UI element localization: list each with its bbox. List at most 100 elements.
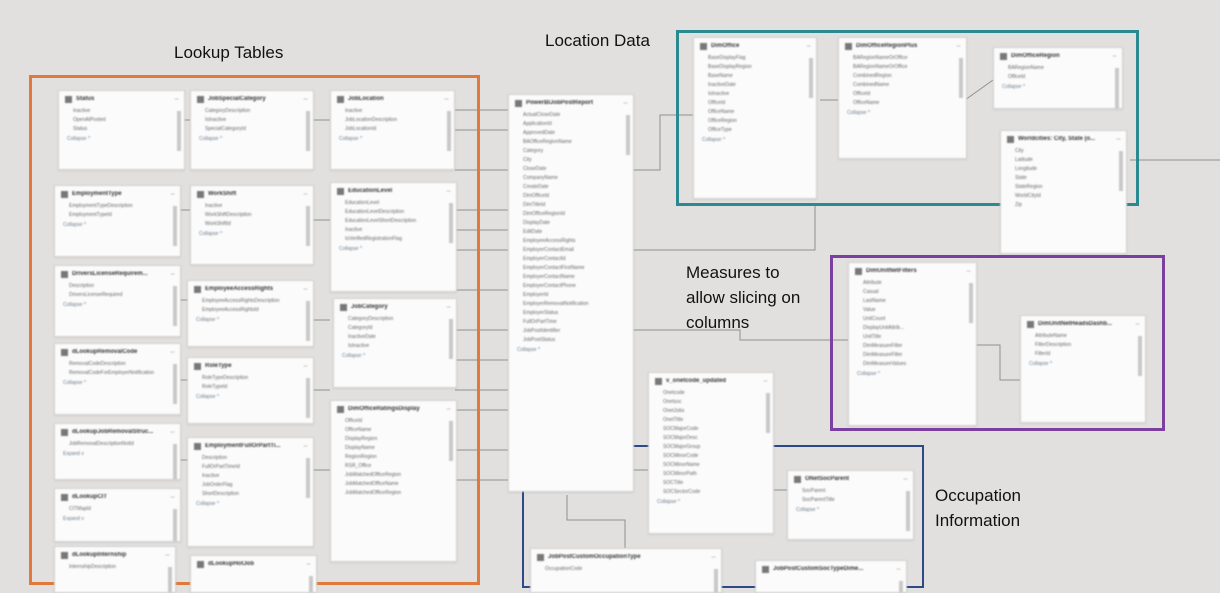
table-field[interactable]: OpenAtPosted (73, 117, 106, 123)
table-field[interactable]: EmployeeAccessRightsId (202, 307, 259, 313)
table-header[interactable]: dLookupInternship··· (55, 547, 175, 563)
table-field[interactable]: RemovalCodeDescription (69, 361, 126, 367)
collapse-toggle[interactable]: Collapse ^ (63, 380, 87, 386)
table-field[interactable]: SOCMinorPath (663, 471, 697, 477)
scrollbar[interactable] (177, 111, 181, 151)
table-field[interactable]: Description (202, 455, 228, 461)
table-field[interactable]: City (1015, 148, 1024, 154)
table-field[interactable]: DimOfficeId (523, 193, 550, 199)
table-field[interactable]: BARegionName (1008, 65, 1044, 71)
table-card-internship[interactable]: dLookupInternship···InternshipDescriptio… (54, 546, 176, 593)
table-field[interactable]: EducationLevel (345, 200, 380, 206)
more-options-icon[interactable]: ··· (170, 428, 175, 436)
table-field[interactable]: UnitCount (863, 316, 886, 322)
collapse-toggle[interactable]: Collapse ^ (196, 394, 220, 400)
more-options-icon[interactable]: ··· (303, 442, 308, 450)
table-field[interactable]: BaseDisplayRegion (708, 64, 752, 70)
scrollbar[interactable] (1115, 68, 1119, 108)
more-options-icon[interactable]: ··· (903, 475, 908, 483)
table-field[interactable]: Onetcode (663, 390, 685, 396)
table-field[interactable]: City (523, 157, 532, 163)
table-field[interactable]: Description (69, 283, 95, 289)
collapse-toggle[interactable]: Collapse ^ (63, 222, 87, 228)
table-field[interactable]: DimMeasureFilter (863, 343, 903, 349)
scrollbar[interactable] (969, 283, 973, 323)
more-options-icon[interactable]: ··· (170, 348, 175, 356)
table-field[interactable]: LastName (863, 298, 886, 304)
table-field[interactable]: BAOfficeRegionName (523, 139, 572, 145)
table-field[interactable]: EmploymentTypeDescription (69, 203, 133, 209)
table-card-removal-structure[interactable]: dLookupJobRemovalStruc...···JobRemovalDe… (54, 423, 181, 480)
more-options-icon[interactable]: ··· (446, 303, 451, 311)
collapse-toggle[interactable]: Collapse ^ (342, 353, 366, 359)
table-field[interactable]: JobPostIdentifier (523, 328, 561, 334)
table-card-employment-type[interactable]: EmploymentType···EmploymentTypeDescripti… (54, 185, 181, 257)
more-options-icon[interactable]: ··· (165, 551, 170, 559)
table-field[interactable]: CompanyName (523, 175, 558, 181)
table-field[interactable]: EmployerContactFirstName (523, 265, 585, 271)
collapse-toggle[interactable]: Collapse ^ (67, 136, 91, 142)
collapse-toggle[interactable]: Collapse ^ (847, 110, 871, 116)
table-field[interactable]: Casual (863, 289, 879, 295)
table-field[interactable]: Value (863, 307, 876, 313)
table-header[interactable]: EmploymentType··· (55, 186, 180, 202)
collapse-toggle[interactable]: Collapse ^ (517, 347, 541, 353)
table-header[interactable]: JobSpecialCategory··· (191, 91, 313, 107)
table-header[interactable]: JobPostCustomOccupationType··· (531, 549, 721, 565)
table-header[interactable]: DimOffice··· (694, 38, 816, 54)
table-header[interactable]: PowerBIJobPostReport··· (509, 95, 633, 111)
table-header[interactable]: Worldcities: City, State (o...··· (1001, 131, 1126, 147)
more-options-icon[interactable]: ··· (303, 362, 308, 370)
table-field[interactable]: ApprovedDate (523, 130, 555, 136)
table-field[interactable]: BaseName (708, 73, 733, 79)
table-field[interactable]: CreateDate (523, 184, 549, 190)
table-field[interactable]: JobOrderFlag (202, 482, 233, 488)
table-field[interactable]: RemovalCodeForEmployerNotification (69, 370, 155, 376)
table-header[interactable]: Status··· (59, 91, 184, 107)
scrollbar[interactable] (1119, 151, 1123, 191)
table-field[interactable]: FilterDescription (1035, 342, 1072, 348)
table-field[interactable]: RegionRegion (345, 454, 377, 460)
table-field[interactable]: SocParentTitle (802, 497, 835, 503)
table-field[interactable]: OccupationCode (545, 566, 583, 572)
table-field[interactable]: RSR_Office (345, 463, 372, 469)
table-field[interactable]: JobMatchedOfficeName (345, 481, 399, 487)
table-field[interactable]: DimMeasureValues (863, 361, 907, 367)
table-field[interactable]: WorldCityId (1015, 193, 1041, 199)
table-card-removal-code[interactable]: dLookupRemovalCode···RemovalCodeDescript… (54, 343, 181, 415)
collapse-toggle[interactable]: Collapse ^ (796, 507, 820, 513)
scrollbar[interactable] (306, 378, 310, 418)
table-field[interactable]: OfficeId (1008, 74, 1026, 80)
collapse-toggle[interactable]: Collapse ^ (339, 136, 363, 142)
collapse-toggle[interactable]: Expand v (63, 516, 84, 522)
table-field[interactable]: EmployerStatus (523, 310, 559, 316)
more-options-icon[interactable]: ··· (1112, 52, 1117, 60)
table-field[interactable]: FilterId (1035, 351, 1051, 357)
collapse-toggle[interactable]: Collapse ^ (199, 136, 223, 142)
more-options-icon[interactable]: ··· (1135, 320, 1140, 328)
scrollbar[interactable] (306, 206, 310, 246)
collapse-toggle[interactable]: Collapse ^ (702, 137, 726, 143)
table-card-hot-job[interactable]: dLookupHotJob··· (190, 555, 317, 593)
table-field[interactable]: Inactive (345, 227, 363, 233)
scrollbar[interactable] (173, 444, 177, 479)
table-header[interactable]: EmployeeAccessRights··· (188, 281, 313, 297)
collapse-toggle[interactable]: Collapse ^ (857, 371, 881, 377)
scrollbar[interactable] (306, 301, 310, 341)
table-field[interactable]: InternshipDescription (69, 564, 116, 570)
table-field[interactable]: JobPostStatus (523, 337, 556, 343)
scrollbar[interactable] (766, 393, 770, 433)
table-field[interactable]: DimTitleId (523, 202, 546, 208)
table-field[interactable]: EmployerContactId (523, 256, 566, 262)
table-field[interactable]: State (1015, 175, 1027, 181)
table-field[interactable]: JobLocationDescription (345, 117, 397, 123)
table-header[interactable]: WorkShift··· (191, 186, 313, 202)
more-options-icon[interactable]: ··· (170, 190, 175, 198)
scrollbar[interactable] (168, 567, 172, 592)
scrollbar[interactable] (626, 115, 630, 155)
more-options-icon[interactable]: ··· (1116, 135, 1121, 143)
